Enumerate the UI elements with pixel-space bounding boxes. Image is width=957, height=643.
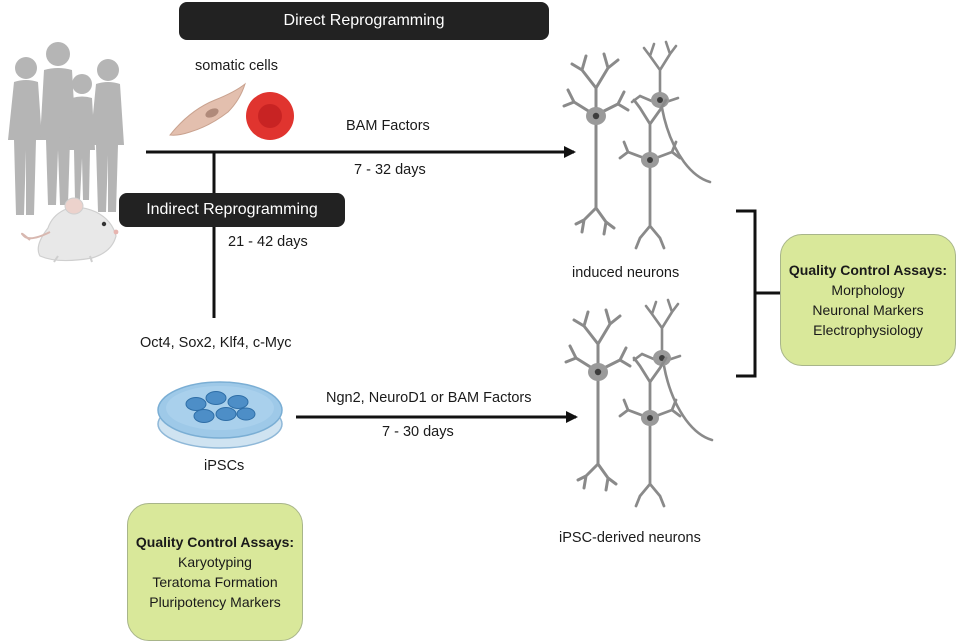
ipsc-neurons-icon (564, 298, 714, 508)
fibroblast-cell-icon (169, 82, 246, 136)
bam-factors-label: BAM Factors (346, 118, 430, 134)
qc-bracket (736, 209, 783, 378)
ipscs-label: iPSCs (204, 458, 245, 474)
human-silhouettes-icon (8, 42, 124, 215)
ipsc-quality-control-box: Quality Control Assays: Karyotyping Tera… (127, 503, 303, 641)
differentiation-days-label: 7 - 30 days (382, 424, 454, 440)
indirect-reprogramming-banner: Indirect Reprogramming (119, 193, 345, 227)
somatic-cells-label: somatic cells (195, 58, 278, 74)
ipsc-qc-item: Karyotyping (178, 554, 252, 570)
ipsc-neurons-label: iPSC-derived neurons (559, 530, 701, 546)
induced-neurons-icon (562, 40, 712, 250)
petri-dish-icon (157, 381, 283, 449)
mouse-icon (21, 197, 119, 263)
neuron-qc-item: Morphology (831, 282, 905, 298)
differentiation-factors-label: Ngn2, NeuroD1 or BAM Factors (326, 390, 532, 406)
neuron-qc-item: Electrophysiology (813, 322, 923, 338)
indirect-days-label: 21 - 42 days (228, 234, 308, 250)
direct-days-label: 7 - 32 days (354, 162, 426, 178)
blood-cell-icon (246, 92, 294, 140)
neuron-quality-control-box: Quality Control Assays: Morphology Neuro… (780, 234, 956, 366)
induced-neurons-label: induced neurons (572, 265, 680, 281)
neuron-qc-item: Neuronal Markers (812, 302, 924, 318)
ipsc-qc-item: Pluripotency Markers (149, 594, 281, 610)
direct-reprogramming-banner: Direct Reprogramming (179, 2, 549, 40)
yamanaka-factors-label: Oct4, Sox2, Klf4, c-Myc (140, 335, 292, 351)
ipsc-qc-title: Quality Control Assays: (135, 534, 295, 550)
neuron-qc-title: Quality Control Assays: (788, 262, 948, 278)
ipsc-qc-item: Teratoma Formation (152, 574, 278, 590)
